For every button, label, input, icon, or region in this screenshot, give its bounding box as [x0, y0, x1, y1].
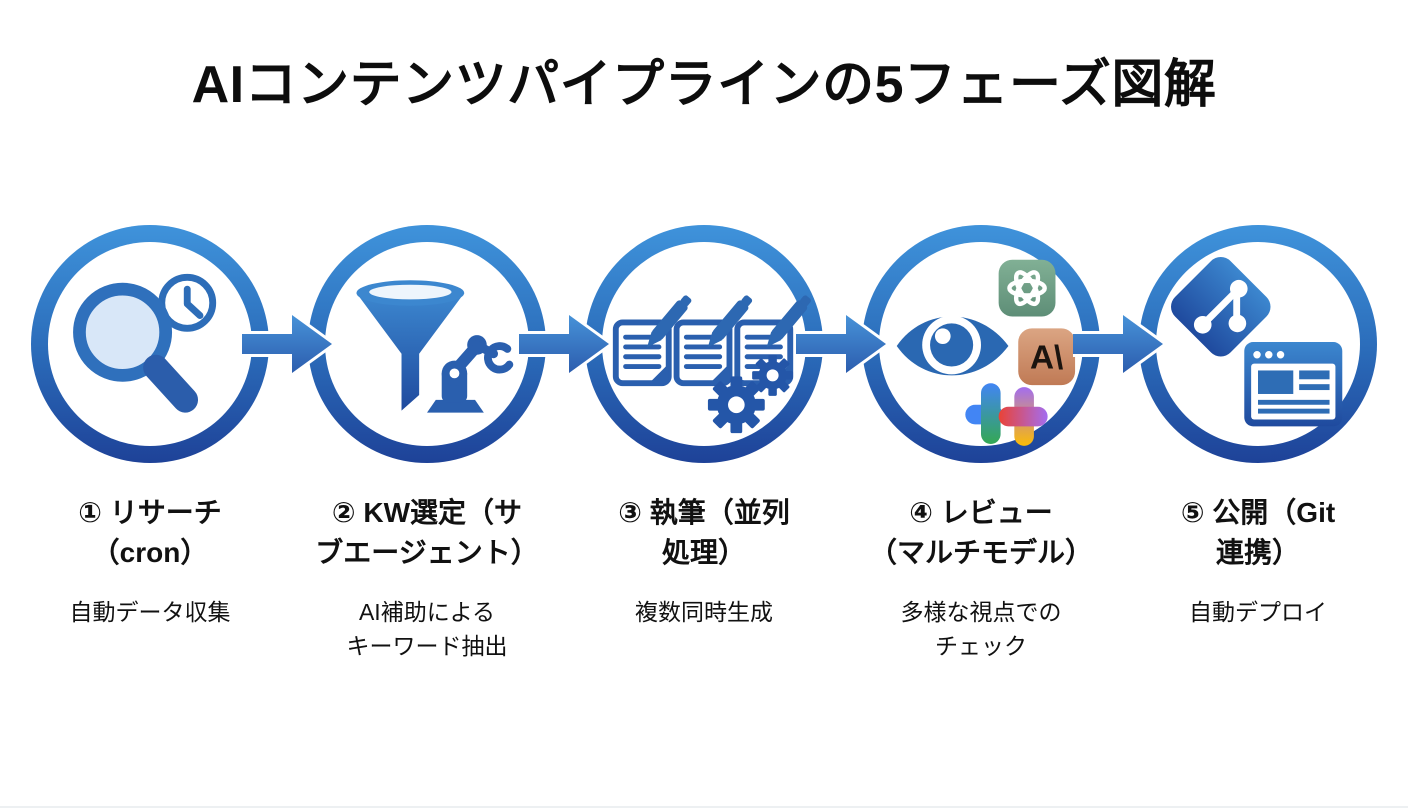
- funnel-icon: [356, 280, 465, 411]
- phase-sub: 複数同時生成: [635, 599, 773, 625]
- pipeline: ① リサーチ （cron） 自動データ収集: [0, 225, 1408, 663]
- anthropic-logo: A\: [1018, 328, 1076, 386]
- publish-icon: [1171, 257, 1343, 427]
- arrow-icon: [519, 312, 611, 376]
- git-branch-icon: [1171, 257, 1271, 357]
- phase-label: ② KW選定（サ ブエージェント）: [315, 497, 539, 568]
- phase-1: ① リサーチ （cron） 自動データ収集: [30, 225, 270, 663]
- arrow-icon: [242, 312, 334, 376]
- robot-arm-icon: [427, 335, 514, 413]
- phase-sub: 自動デプロイ: [1189, 599, 1327, 625]
- browser-window-icon: [1244, 342, 1343, 427]
- phase-label: ③ 執筆（並列 処理）: [618, 497, 790, 568]
- bottom-divider: [0, 806, 1408, 808]
- page-title: AIコンテンツパイプラインの5フェーズ図解: [191, 56, 1217, 114]
- phase-circle: [31, 225, 269, 463]
- multicolor-plus-logo: [965, 383, 1048, 446]
- phase-circle: [308, 225, 546, 463]
- eye-icon: [896, 315, 1009, 376]
- review-icon: A\: [896, 259, 1076, 446]
- phase-label: ① リサーチ （cron）: [78, 497, 222, 568]
- arrow-icon: [1073, 312, 1165, 376]
- phase-3: ③ 執筆（並列 処理） 複数同時生成: [584, 225, 824, 663]
- writing-icon: [606, 293, 814, 434]
- phase-sub: AI補助による キーワード抽出: [346, 599, 508, 659]
- research-icon: [73, 273, 217, 413]
- phase-circle: A\: [862, 225, 1100, 463]
- phase-4: A\ ④ レビュー （マルチモデル） 多様な視点での チェック: [861, 225, 1101, 663]
- openai-logo: [998, 259, 1056, 317]
- phase-label: ⑤ 公開（Git 連携）: [1180, 497, 1336, 568]
- kw-selection-icon: [356, 280, 514, 413]
- phase-5: ⑤ 公開（Git 連携） 自動デプロイ: [1138, 225, 1378, 663]
- phase-circle: [585, 225, 823, 463]
- phase-label: ④ レビュー （マルチモデル）: [868, 497, 1093, 568]
- arrow-icon: [796, 312, 888, 376]
- phase-sub: 自動データ収集: [69, 599, 231, 625]
- phase-circle: [1139, 225, 1377, 463]
- phase-sub: 多様な視点での チェック: [900, 599, 1062, 659]
- svg-text:A\: A\: [1030, 340, 1063, 377]
- phase-2: ② KW選定（サ ブエージェント） AI補助による キーワード抽出: [307, 225, 547, 663]
- magnifier-icon: [73, 282, 199, 413]
